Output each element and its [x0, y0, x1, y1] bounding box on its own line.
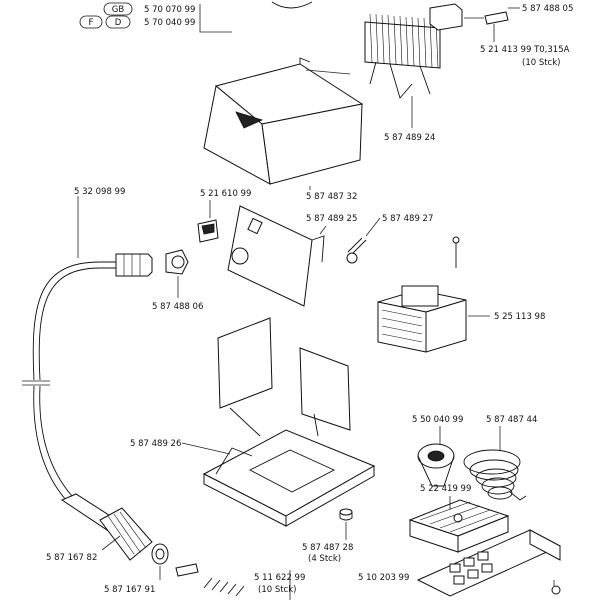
lang-code-gb: GB: [112, 5, 125, 15]
stand-part: [416, 529, 562, 597]
nut-part: [151, 543, 199, 580]
lang-code-d: D: [115, 18, 122, 28]
label-spiral: 5 87 487 44: [486, 415, 537, 425]
language-code-table: GB 5 70 070 99 F D 5 70 040 99: [79, 1, 313, 33]
label-led: 5 87 489 27: [382, 214, 433, 224]
lang-badge-d: [105, 15, 131, 29]
label-front-panel: 5 87 489 25: [306, 214, 357, 224]
lang-number-d: 5 70 040 99: [144, 18, 195, 28]
lang-bracket-line: [199, 4, 232, 33]
cable-part: [22, 196, 153, 501]
label-fuse-qty: (10 Stck): [522, 58, 560, 68]
label-tips: 5 11 622 99: [254, 573, 305, 583]
front-panel-part: [227, 205, 327, 307]
lang-badge-f: [79, 15, 103, 29]
foot-part: [339, 508, 353, 540]
led-part: [346, 217, 381, 264]
label-switch: 5 21 610 99: [200, 189, 251, 199]
label-cover: 5 87 487 32: [306, 192, 357, 202]
label-holder: 5 50 040 99: [412, 415, 463, 425]
lang-badge-gb: [103, 2, 133, 16]
tips-part: [203, 570, 291, 600]
label-base: 5 87 489 26: [130, 439, 181, 449]
switch-part: [197, 200, 219, 243]
sponge-part: [408, 496, 510, 553]
cover-part: [203, 57, 364, 190]
heatsink-part: [364, 3, 520, 128]
spiral-part: [463, 426, 527, 501]
label-feet: 5 87 487 28: [302, 543, 353, 553]
holder-part: [417, 426, 455, 487]
transformer-part: [377, 285, 490, 353]
label-fuse-holder: 5 87 488 05: [522, 4, 573, 14]
label-heatsink: 5 87 489 24: [384, 133, 435, 143]
label-sponge: 5 22 419 99: [420, 484, 471, 494]
label-tips-qty: (10 Stck): [258, 585, 296, 595]
base-part: [181, 429, 376, 527]
iron-part: [60, 493, 153, 561]
label-cable: 5 32 098 99: [74, 187, 125, 197]
label-transformer: 5 25 113 98: [494, 312, 545, 322]
socket-part: [165, 249, 189, 298]
lang-number-gb: 5 70 070 99: [144, 5, 195, 15]
lang-code-f: F: [89, 18, 94, 28]
label-socket: 5 87 488 06: [152, 302, 203, 312]
label-iron: 5 87 167 82: [46, 553, 97, 563]
label-feet-qty: (4 Stck): [308, 554, 341, 564]
label-nut: 5 87 167 91: [104, 585, 155, 595]
screw-part: [452, 236, 460, 268]
shield-plates-part: [217, 317, 351, 437]
manual-outline-arc: [271, 1, 313, 9]
label-stand: 5 10 203 99: [358, 573, 409, 583]
label-fuse: 5 21 413 99 T0,315A: [480, 45, 570, 55]
